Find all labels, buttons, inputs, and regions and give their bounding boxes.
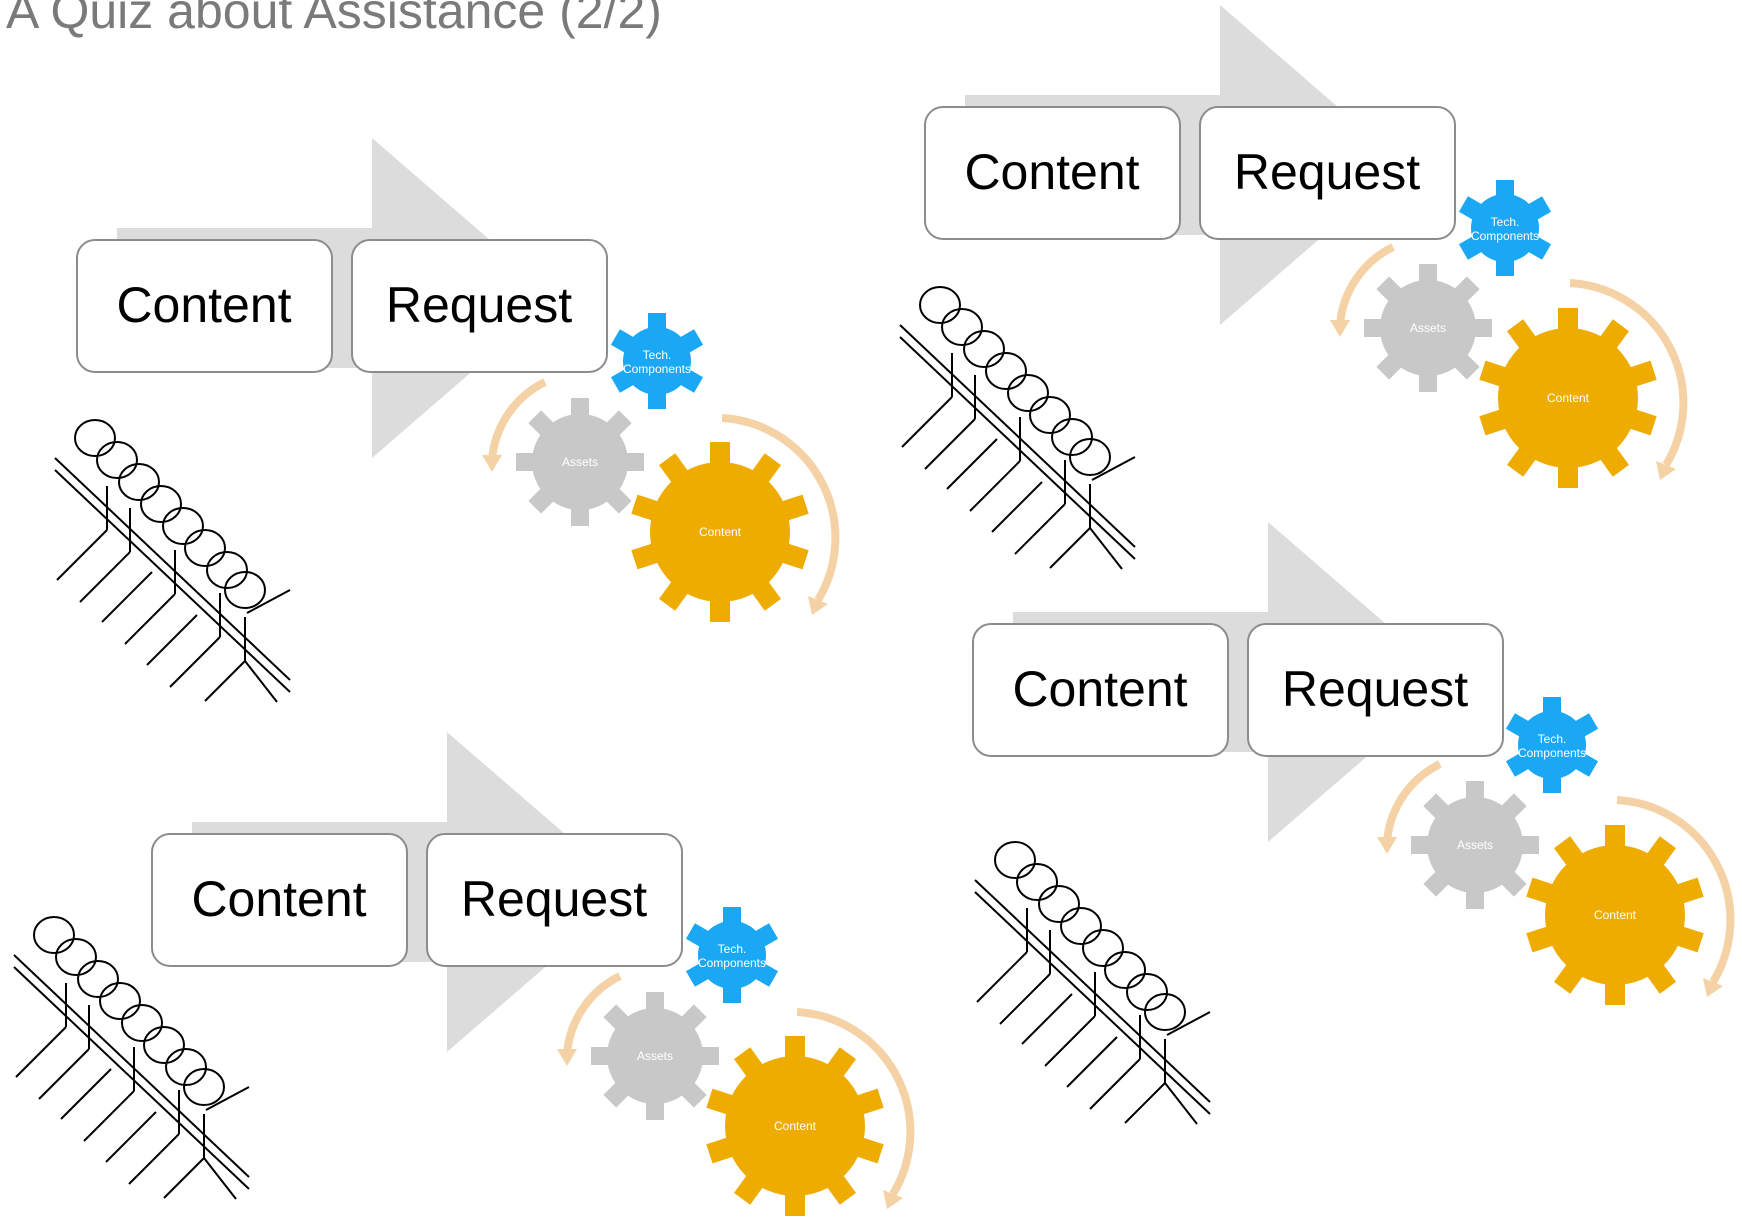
- diagram-cluster-3: Content Request: [151, 732, 683, 1052]
- gear-content-label: Content: [774, 1119, 817, 1133]
- content-box-label: Content: [191, 871, 366, 927]
- gear-cluster-4: Tech. Components Assets Content: [1377, 697, 1735, 1005]
- gear-content-label: Content: [1594, 908, 1637, 922]
- barbed-wire-fence-icon: [974, 841, 1211, 1125]
- gear-tech-label: Tech.: [1538, 732, 1567, 746]
- slide-title: A Quiz about Assistance (2/2): [6, 0, 662, 39]
- content-box: [151, 833, 408, 967]
- content-box: [924, 106, 1181, 240]
- diagram-cluster-2: Content Request: [924, 5, 1456, 325]
- content-box-label: Content: [116, 277, 291, 333]
- request-box: [1199, 106, 1456, 240]
- diagram-cluster-1: Content Request: [76, 138, 608, 458]
- gear-tech-label: Tech.: [1491, 215, 1520, 229]
- gear-tech-label: Tech.: [718, 942, 747, 956]
- request-box-label: Request: [1282, 661, 1468, 717]
- gear-tech-label: Tech.: [643, 348, 672, 362]
- gear-cluster-1: Tech. Components Assets Content: [482, 313, 840, 622]
- request-box: [1247, 623, 1504, 757]
- gear-assets-label: Assets: [1457, 838, 1493, 852]
- content-box-label: Content: [964, 144, 1139, 200]
- gear-tech-label: Components: [623, 362, 691, 376]
- diagram-cluster-4: Content Request: [972, 522, 1504, 842]
- content-box: [972, 623, 1229, 757]
- gear-assets-label: Assets: [562, 455, 598, 469]
- content-box-label: Content: [1012, 661, 1187, 717]
- request-box-label: Request: [386, 277, 572, 333]
- request-box-label: Request: [1234, 144, 1420, 200]
- barbed-wire-fence-icon: [899, 286, 1136, 570]
- gear-tech-label: Components: [1471, 229, 1539, 243]
- gear-cluster-3: Tech. Components Assets Content: [557, 907, 915, 1216]
- gear-cluster-2: Tech. Components Assets Content: [1330, 180, 1688, 488]
- gear-tech-label: Components: [1518, 746, 1586, 760]
- gear-content-label: Content: [699, 525, 742, 539]
- gear-assets-label: Assets: [1410, 321, 1446, 335]
- request-box-label: Request: [461, 871, 647, 927]
- gear-content-label: Content: [1547, 391, 1590, 405]
- request-box: [351, 239, 608, 373]
- content-box: [76, 239, 333, 373]
- gear-assets-label: Assets: [637, 1049, 673, 1063]
- gear-tech-label: Components: [698, 956, 766, 970]
- barbed-wire-fence-icon: [54, 419, 291, 703]
- request-box: [426, 833, 683, 967]
